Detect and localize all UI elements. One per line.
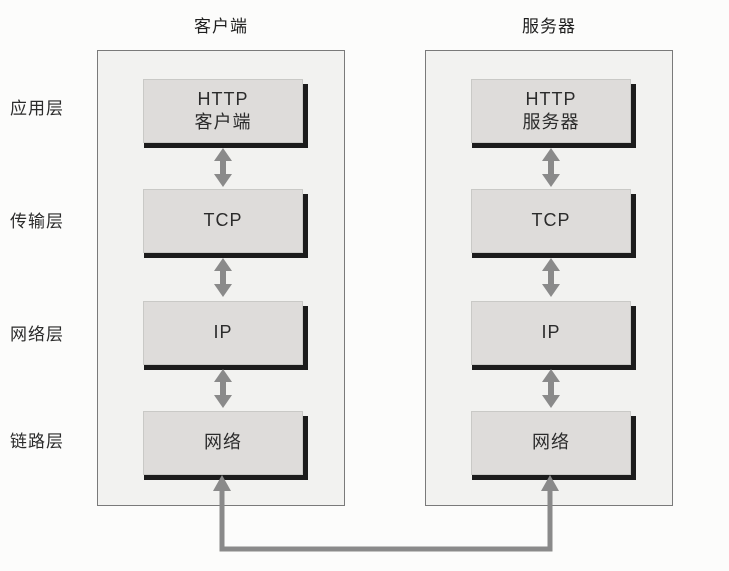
server-http-box: HTTP 服务器 bbox=[471, 79, 636, 148]
double-arrow-icon bbox=[542, 258, 560, 297]
client-http-box: HTTP 客户端 bbox=[143, 79, 308, 148]
layer-label-network: 网络层 bbox=[10, 325, 64, 344]
client-ip-box: IP bbox=[143, 301, 308, 370]
layer-label-application: 应用层 bbox=[10, 99, 64, 118]
server-ip-box: IP bbox=[471, 301, 636, 370]
layer-label-link: 链路层 bbox=[10, 432, 64, 451]
double-arrow-icon bbox=[214, 258, 232, 297]
server-network-box: 网络 bbox=[471, 411, 636, 480]
client-stack-panel: HTTP 客户端 TCP IP 网络 bbox=[97, 50, 345, 506]
client-column-title: 客户端 bbox=[194, 17, 248, 36]
server-tcp-box: TCP bbox=[471, 189, 636, 258]
double-arrow-icon bbox=[214, 148, 232, 187]
double-arrow-icon bbox=[542, 369, 560, 408]
layer-label-transport: 传输层 bbox=[10, 212, 64, 231]
server-stack-panel: HTTP 服务器 TCP IP 网络 bbox=[425, 50, 673, 506]
server-column-title: 服务器 bbox=[522, 17, 576, 36]
double-arrow-icon bbox=[542, 148, 560, 187]
double-arrow-icon bbox=[214, 369, 232, 408]
client-tcp-box: TCP bbox=[143, 189, 308, 258]
client-network-box: 网络 bbox=[143, 411, 308, 480]
